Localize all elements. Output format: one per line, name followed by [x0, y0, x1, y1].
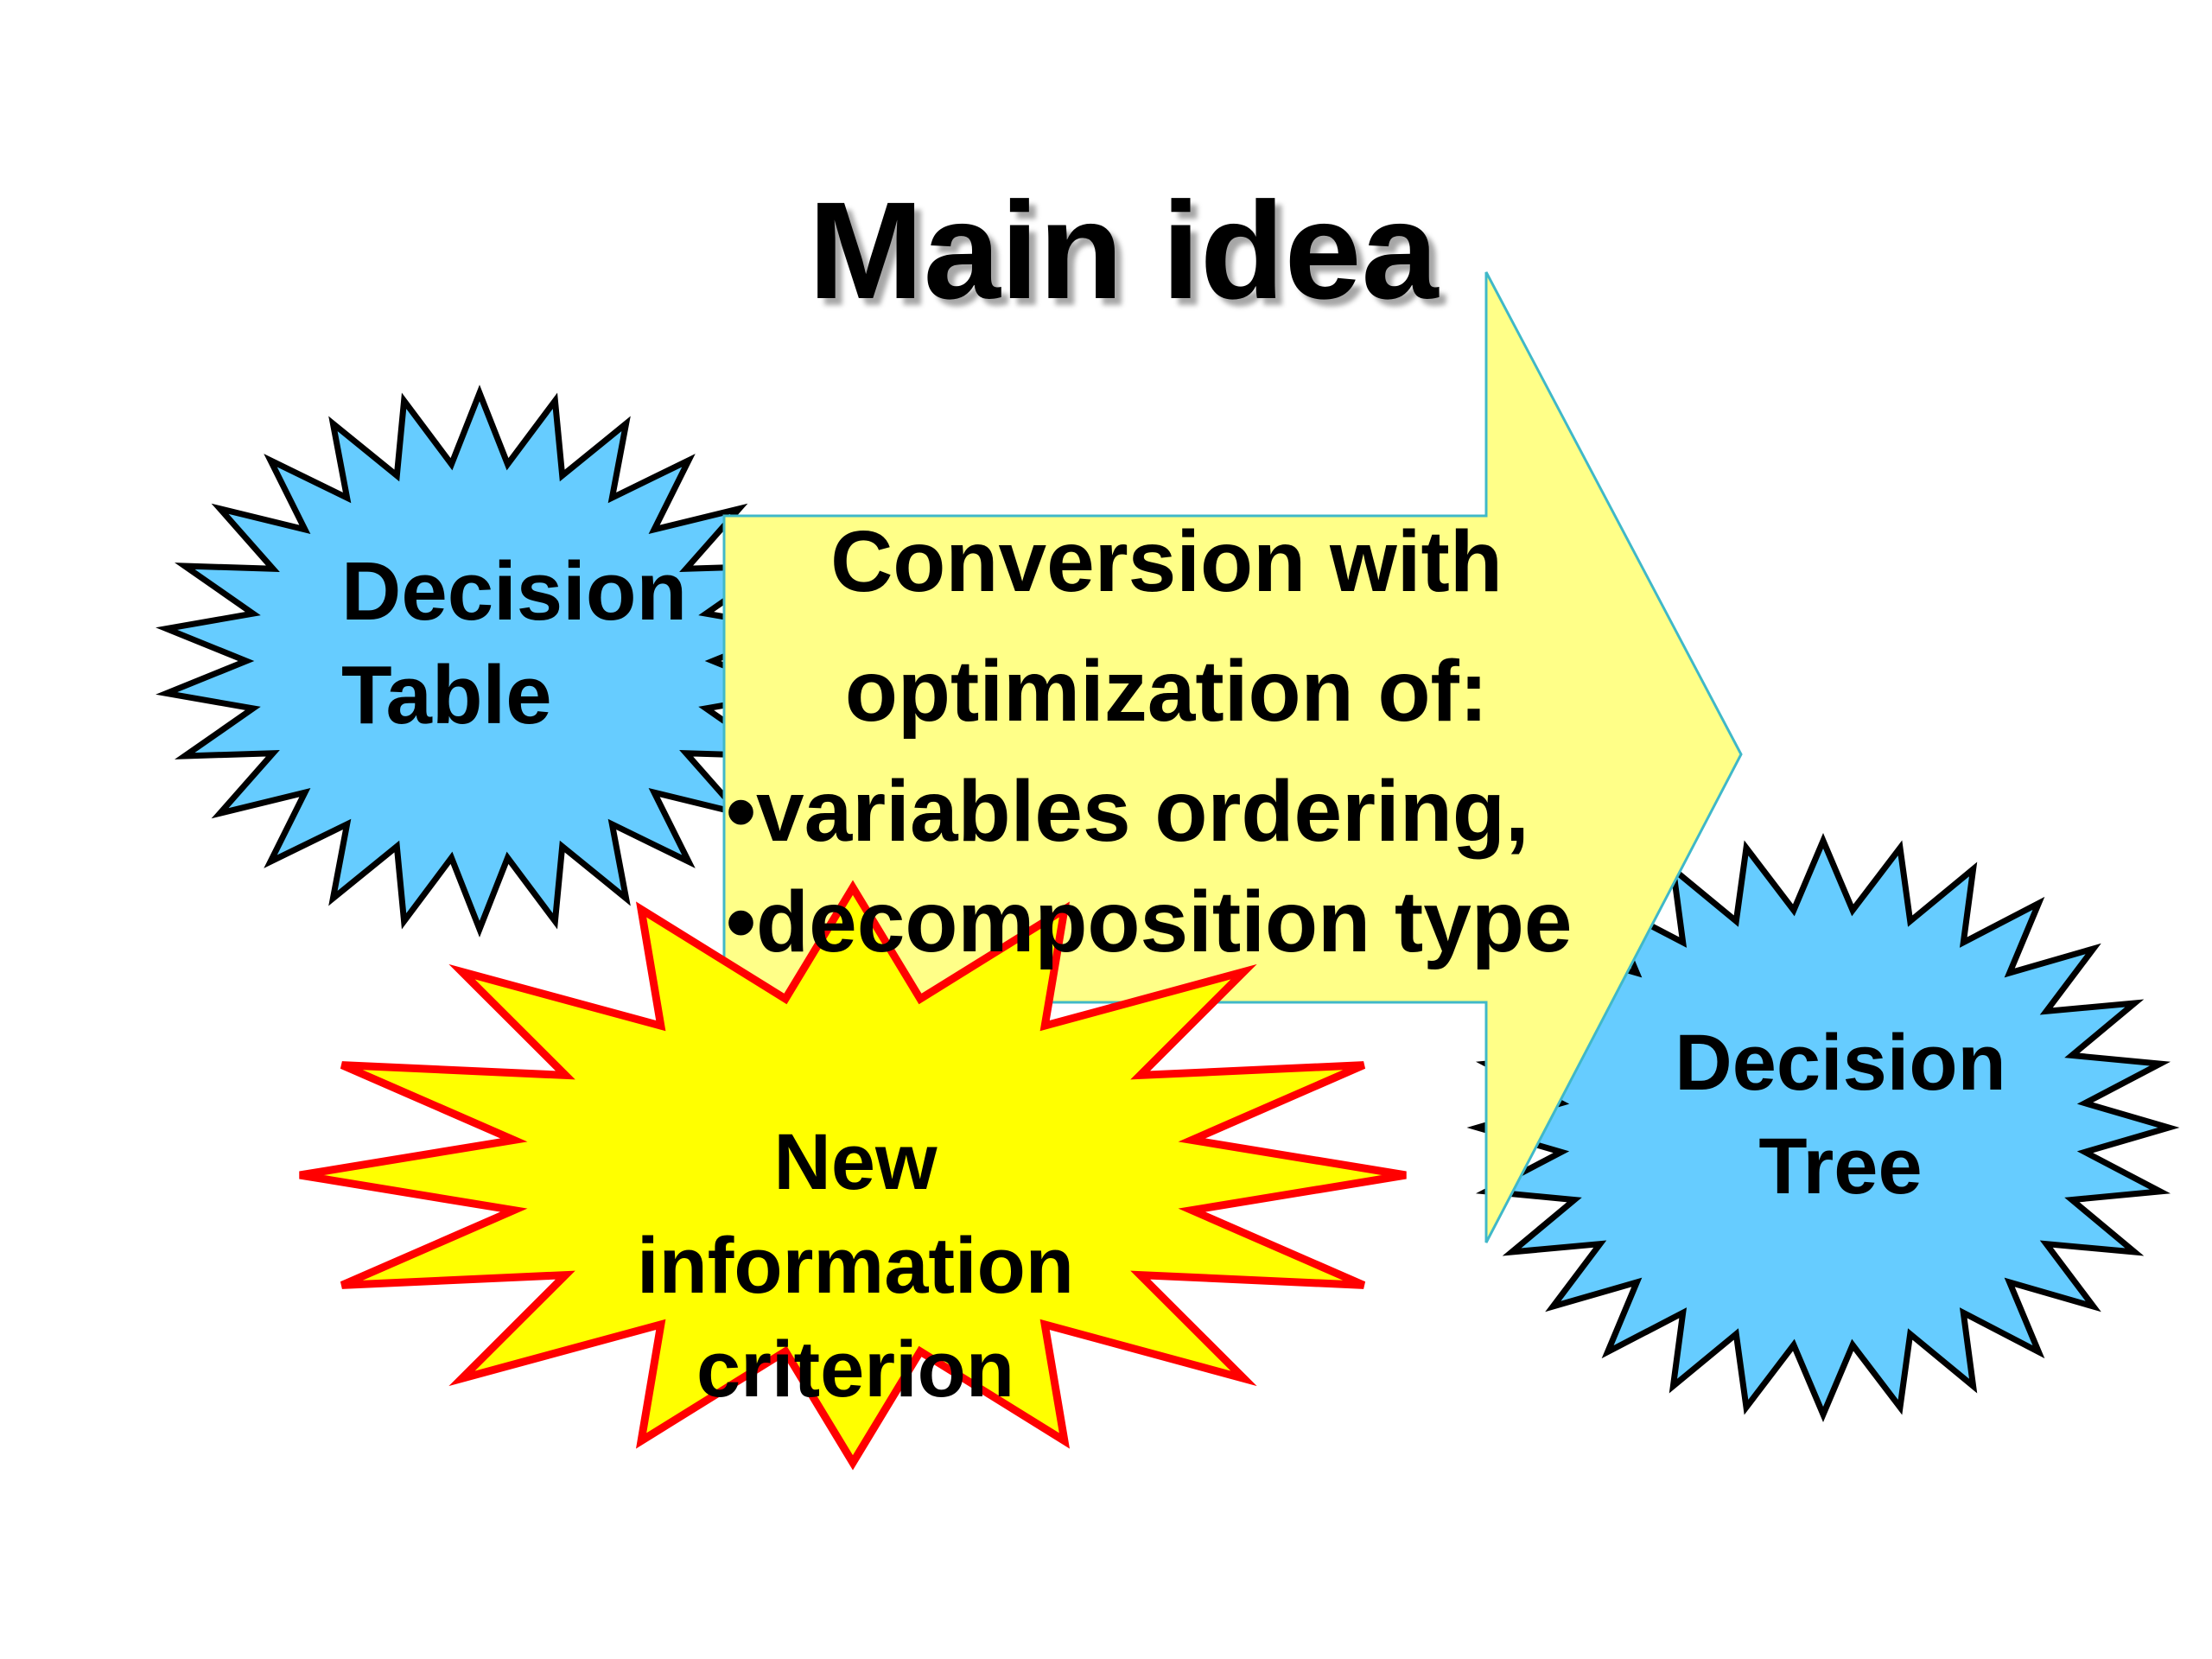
page-title: Main idea: [808, 173, 1439, 327]
arrow-bullet-decomposition-type: •decomposition type: [726, 874, 1573, 970]
decision-table-line-2: Table: [341, 649, 552, 741]
decision-table-star: [156, 385, 804, 938]
decision-tree-label: Decision Tree: [1624, 1011, 2056, 1218]
arrow-bullet-variables-ordering: •variables ordering,: [726, 763, 1529, 860]
criterion-line-1: New: [773, 1118, 938, 1206]
criterion-line-2: information: [637, 1222, 1074, 1310]
decision-tree-line-1: Decision: [1675, 1019, 2006, 1107]
criterion-line-3: criterion: [696, 1325, 1015, 1414]
conversion-arrow-text: Conversion with optimization of: •variab…: [709, 497, 1624, 977]
arrow-heading-line-1: Conversion with: [830, 513, 1503, 610]
decision-tree-line-2: Tree: [1758, 1122, 1923, 1211]
decision-table-label: Decision Table: [341, 540, 713, 747]
arrow-heading-line-2: optimization of:: [844, 643, 1489, 740]
decision-table-line-1: Decision: [341, 545, 688, 638]
criterion-burst-label: New information criterion: [553, 1110, 1158, 1421]
criterion-burst: [299, 880, 1407, 1471]
